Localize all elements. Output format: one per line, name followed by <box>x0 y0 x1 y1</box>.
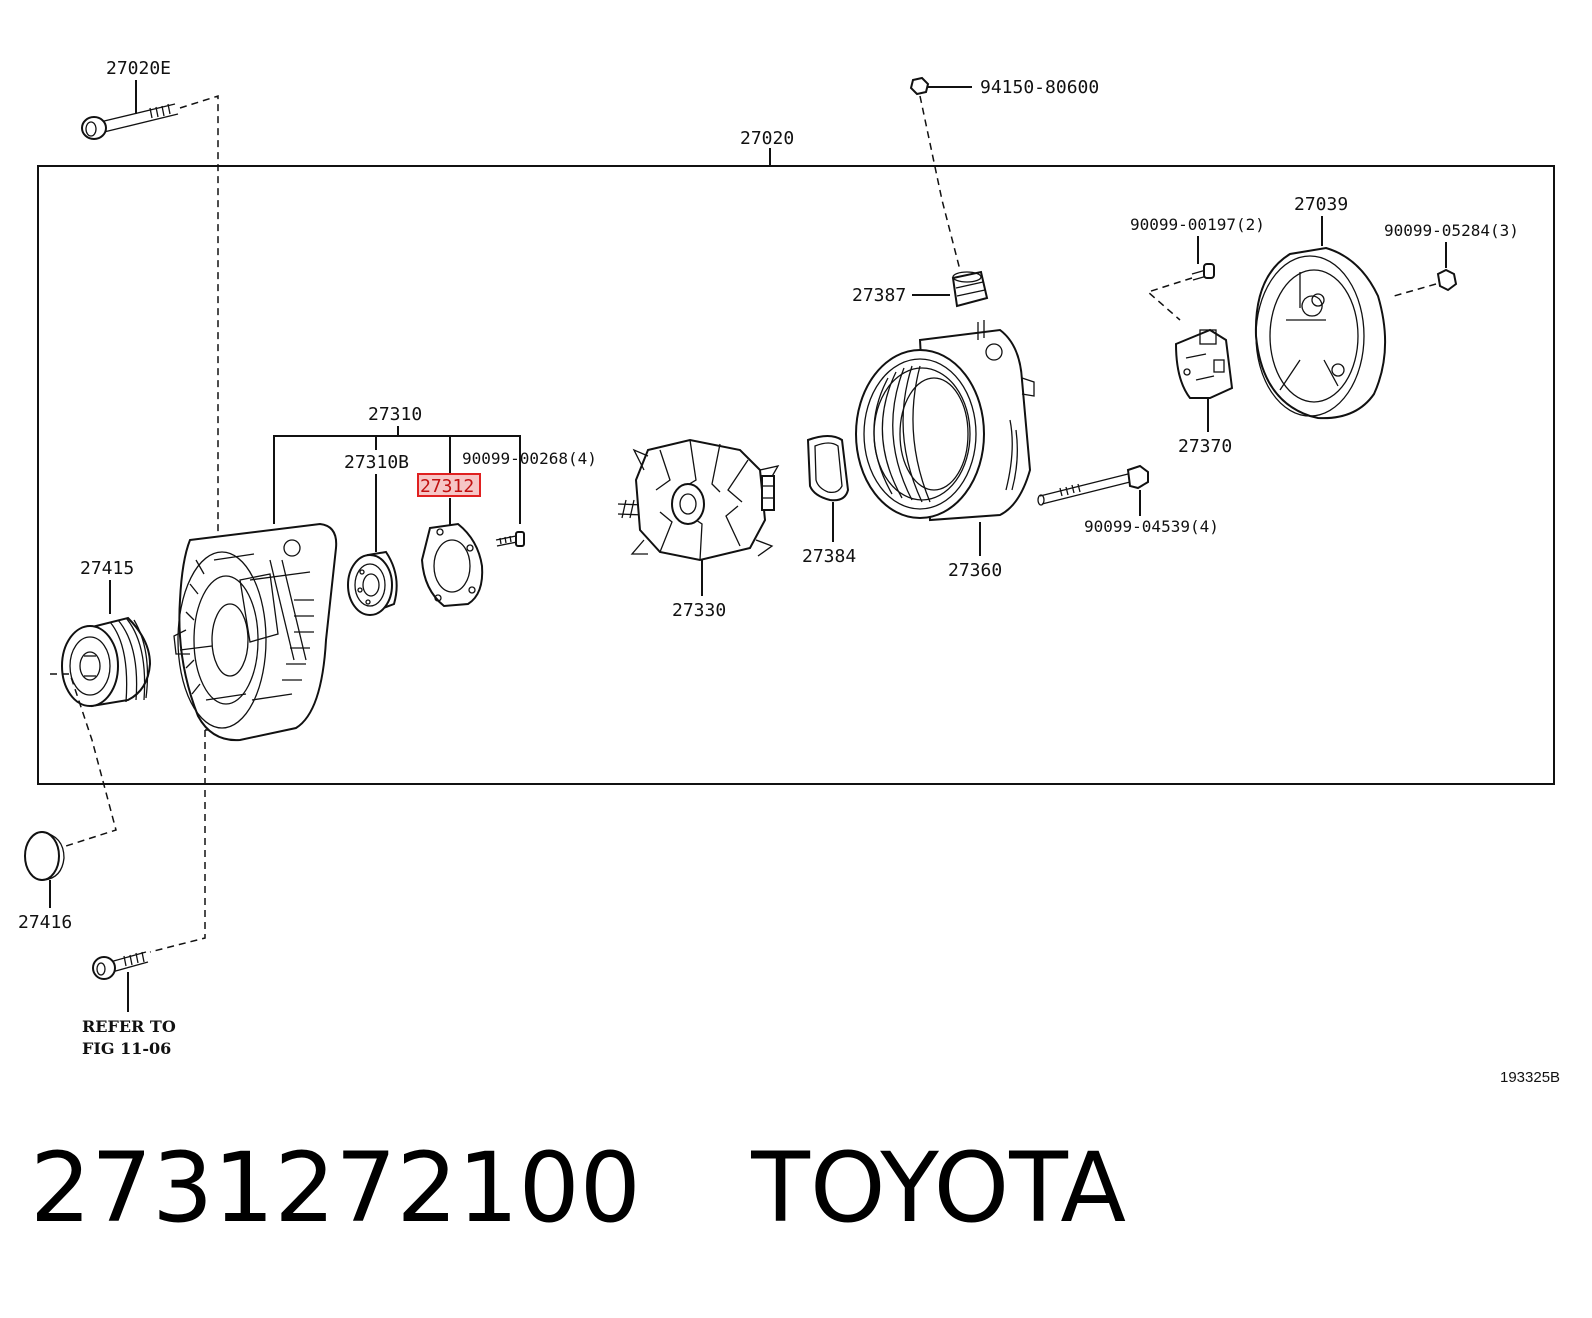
rear-cover-27039[interactable] <box>1254 246 1387 420</box>
label-27310B[interactable]: 27310B <box>344 452 409 473</box>
label-27310[interactable]: 27310 <box>368 404 422 425</box>
retainer-27312[interactable] <box>420 522 484 608</box>
label-27312[interactable]: 27312 <box>420 476 474 497</box>
assembly-frame <box>37 165 1555 785</box>
footer-part-number: 2731272100 <box>30 1132 641 1244</box>
label-27039[interactable]: 27039 <box>1294 194 1348 215</box>
label-27330[interactable]: 27330 <box>672 600 726 621</box>
grommet-27387[interactable] <box>951 270 989 308</box>
frame-27360[interactable] <box>855 320 1035 522</box>
label-27370[interactable]: 27370 <box>1178 436 1232 457</box>
footer-brand: TOYOTA <box>751 1132 1127 1244</box>
label-90099-04539[interactable]: 90099-04539(4) <box>1084 517 1219 536</box>
label-27387[interactable]: 27387 <box>852 285 906 306</box>
refer-text-line1: REFER TO <box>82 1017 176 1036</box>
screw-90099-00268[interactable] <box>495 531 525 547</box>
refer-text-line2: FIG 11-06 <box>82 1039 171 1058</box>
seal-27384[interactable] <box>806 435 850 502</box>
label-90099-00197[interactable]: 90099-00197(2) <box>1130 215 1265 234</box>
label-27384[interactable]: 27384 <box>802 546 856 567</box>
nut-90099-05284[interactable] <box>1436 268 1458 292</box>
label-27415[interactable]: 27415 <box>80 558 134 579</box>
label-94150-80600[interactable]: 94150-80600 <box>980 77 1099 98</box>
bolt-90099-04539[interactable] <box>1037 464 1149 506</box>
cap-27416[interactable] <box>24 831 65 881</box>
figure-id: 193325B <box>1500 1069 1560 1086</box>
housing-27310[interactable] <box>173 522 338 742</box>
label-27360[interactable]: 27360 <box>948 560 1002 581</box>
screw-90099-00197[interactable] <box>1191 263 1215 281</box>
label-27020[interactable]: 27020 <box>740 128 794 149</box>
brush-holder-27370[interactable] <box>1174 328 1234 399</box>
highlight-box-27312 <box>417 473 481 497</box>
pulley-27415[interactable] <box>61 616 152 708</box>
label-90099-00268[interactable]: 90099-00268(4) <box>462 449 597 468</box>
label-27416[interactable]: 27416 <box>18 912 72 933</box>
nut-94150-80600[interactable] <box>909 76 930 96</box>
label-90099-05284[interactable]: 90099-05284(3) <box>1384 221 1519 240</box>
rotor-27330[interactable] <box>617 438 780 562</box>
bearing-27310B[interactable] <box>347 550 398 616</box>
bolt-refer-fig[interactable] <box>92 951 149 980</box>
label-27020E[interactable]: 27020E <box>106 58 171 79</box>
footer: 2731272100 TOYOTA <box>30 1140 1126 1236</box>
bolt-27020E[interactable] <box>81 103 179 140</box>
